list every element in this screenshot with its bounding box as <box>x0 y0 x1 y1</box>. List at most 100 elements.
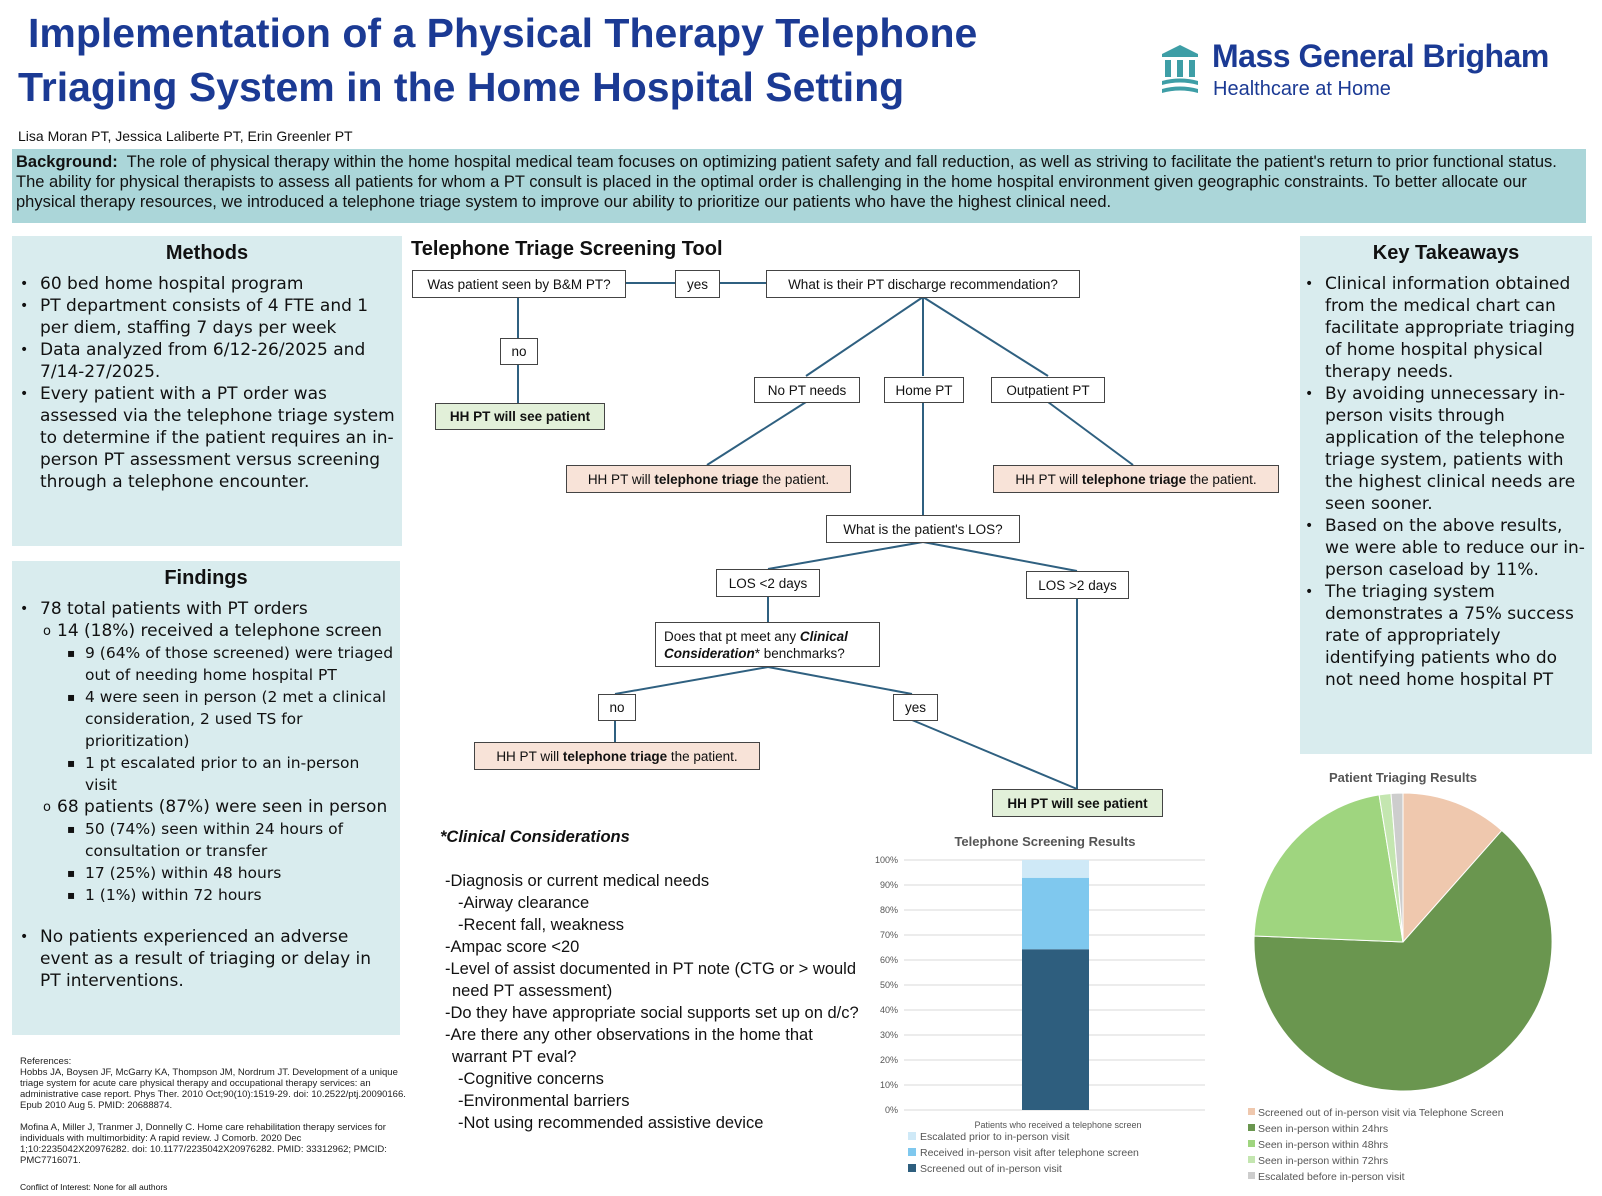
patient-triaging-pie-chart: Patient Triaging Results Screened out of… <box>1248 770 1553 1183</box>
legend-swatch <box>1248 1124 1255 1131</box>
reference-item: Mofina A, Miller J, Tranmer J, Donnelly … <box>20 1122 387 1166</box>
q4-prefix: Does that pt meet any <box>664 628 800 644</box>
list-item: 9 (64% of those screened) were triaged o… <box>67 642 396 686</box>
list-item: 68 patients (87%) were seen in person <box>43 796 396 819</box>
methods-panel: Methods 60 bed home hospital program PT … <box>12 236 402 546</box>
triage-suffix: the patient. <box>758 471 830 487</box>
legend-swatch <box>1248 1140 1255 1147</box>
node-clinical-consideration-question: Does that pt meet any Clinical Considera… <box>655 622 880 667</box>
pie-chart-title: Patient Triaging Results <box>1329 770 1477 785</box>
poster-title: Implementation of a Physical Therapy Tel… <box>18 6 1048 114</box>
connector-none-triage <box>706 401 807 466</box>
bar-chart-legend: Escalated prior to in-person visitReceiv… <box>908 1131 1139 1175</box>
triage-suffix: the patient. <box>667 748 738 764</box>
node-yes-2: yes <box>893 694 938 721</box>
title-line-1: Implementation of a Physical Therapy Tel… <box>28 10 978 56</box>
triage-prefix: HH PT will <box>496 748 563 764</box>
connector-outpatient-triage <box>1047 401 1134 466</box>
pie-slice <box>1390 792 1404 943</box>
q4-bold-1: Clinical <box>799 628 848 644</box>
connector-q4-no <box>614 666 769 695</box>
bar-chart-title: Telephone Screening Results <box>954 834 1135 849</box>
node-telephone-triage-3: HH PT will telephone triage the patient. <box>474 742 760 770</box>
y-tick-label: 20% <box>880 1055 898 1065</box>
clinical-consideration-item: -Do they have appropriate social support… <box>445 1004 859 1022</box>
clinical-consideration-item: -Recent fall, weakness <box>458 916 624 934</box>
legend-label: Seen in-person within 24hrs <box>1258 1123 1388 1135</box>
y-tick-label: 10% <box>880 1080 898 1090</box>
clinical-consideration-item: -Level of assist documented in PT note (… <box>445 960 857 1000</box>
y-tick-label: 100% <box>875 855 898 865</box>
bar-segment <box>1022 860 1089 878</box>
methods-list: 60 bed home hospital program PT departme… <box>12 273 402 493</box>
triage-prefix: HH PT will <box>587 471 655 487</box>
bar-chart-y-ticks: 0%10%20%30%40%50%60%70%80%90%100% <box>875 855 898 1115</box>
legend-swatch <box>1248 1172 1255 1179</box>
connector-q2-none <box>805 296 924 377</box>
legend-label: Escalated prior to in-person visit <box>920 1131 1069 1143</box>
triage-bold: telephone triage <box>1081 471 1187 487</box>
bar-segment <box>1022 877 1089 950</box>
y-tick-label: 80% <box>880 905 898 915</box>
node-telephone-triage-2: HH PT will telephone triage the patient. <box>993 465 1279 493</box>
authors: Lisa Moran PT, Jessica Laliberte PT, Eri… <box>18 128 353 144</box>
list-item: 78 total patients with PT orders <box>20 598 396 620</box>
bar-chart-bars <box>1022 860 1089 1110</box>
reference-item: Hobbs JA, Boysen JF, McGarry KA, Thompso… <box>20 1067 406 1111</box>
node-no-2: no <box>598 694 636 721</box>
connector-q2-outpatient <box>922 296 1049 377</box>
triage-suffix: the patient. <box>1186 471 1257 487</box>
pie-slice <box>1253 829 1553 1092</box>
q4-bold-2: Consideration <box>664 645 755 661</box>
takeaways-list: Clinical information obtained from the m… <box>1300 273 1592 691</box>
y-tick-label: 90% <box>880 880 898 890</box>
triage-prefix: HH PT will <box>1015 471 1082 487</box>
connector-q3-short <box>767 541 924 570</box>
node-los-long: LOS >2 days <box>1026 571 1129 599</box>
takeaways-title: Key Takeaways <box>1372 242 1520 264</box>
legend-label: Escalated before in-person visit <box>1258 1171 1405 1183</box>
building-columns-icon <box>1162 45 1198 93</box>
list-item: Clinical information obtained from the m… <box>1305 273 1588 383</box>
y-tick-label: 60% <box>880 955 898 965</box>
y-tick-label: 30% <box>880 1030 898 1040</box>
list-item: 4 were seen in person (2 met a clinical … <box>67 686 396 752</box>
clinical-consideration-item: -Not using recommended assistive device <box>458 1114 764 1132</box>
list-item: PT department consists of 4 FTE and 1 pe… <box>20 295 398 339</box>
node-discharge-recommendation: What is their PT discharge recommendatio… <box>766 270 1080 298</box>
pie-chart-legend: Screened out of in-person visit via Tele… <box>1248 1107 1504 1183</box>
conflict-of-interest: Conflict of Interest: None for all autho… <box>20 1182 168 1192</box>
mass-general-brigham-logo: Mass General Brigham Healthcare at Home <box>1160 38 1580 108</box>
legend-swatch <box>908 1164 916 1172</box>
pie-chart-slices <box>1253 792 1553 1092</box>
list-item: Every patient with a PT order was assess… <box>20 383 398 493</box>
legend-swatch <box>1248 1156 1255 1163</box>
list-item: 17 (25%) within 48 hours <box>67 862 396 884</box>
clinical-consideration-item: -Cognitive concerns <box>458 1070 604 1088</box>
pie-slice <box>1253 794 1404 943</box>
legend-label: Seen in-person within 48hrs <box>1258 1139 1388 1151</box>
bar-category-label: Patients who received a telephone screen <box>974 1120 1141 1130</box>
background-label: Background: <box>16 153 118 171</box>
node-no-1: no <box>500 338 538 365</box>
clinical-consideration-item: -Ampac score <20 <box>445 938 580 956</box>
legend-swatch <box>908 1132 916 1140</box>
logo-subtitle: Healthcare at Home <box>1213 78 1391 100</box>
node-patient-los: What is the patient's LOS? <box>826 515 1020 543</box>
clinical-consideration-item: -Diagnosis or current medical needs <box>445 872 710 890</box>
legend-label: Received in-person visit after telephone… <box>920 1147 1139 1159</box>
q4-line-1: Does that pt meet any Clinical <box>664 628 848 645</box>
references: References: Hobbs JA, Boysen JF, McGarry… <box>20 1056 410 1177</box>
y-tick-label: 50% <box>880 980 898 990</box>
connector-q4-yes <box>767 666 913 695</box>
q4-line-2: Consideration* benchmarks? <box>664 645 845 662</box>
clinical-consideration-item: -Airway clearance <box>458 894 590 912</box>
list-item: The triaging system demonstrates a 75% s… <box>1305 581 1588 691</box>
telephone-screening-bar-chart: Telephone Screening Results 0%10%20%30%4… <box>875 834 1205 1175</box>
legend-swatch <box>1248 1108 1255 1115</box>
node-yes-1: yes <box>675 270 720 298</box>
node-telephone-triage-1: HH PT will telephone triage the patient. <box>566 465 851 493</box>
methods-title: Methods <box>165 242 249 264</box>
logo-name: Mass General Brigham <box>1212 38 1549 74</box>
legend-label: Seen in-person within 72hrs <box>1258 1155 1388 1167</box>
